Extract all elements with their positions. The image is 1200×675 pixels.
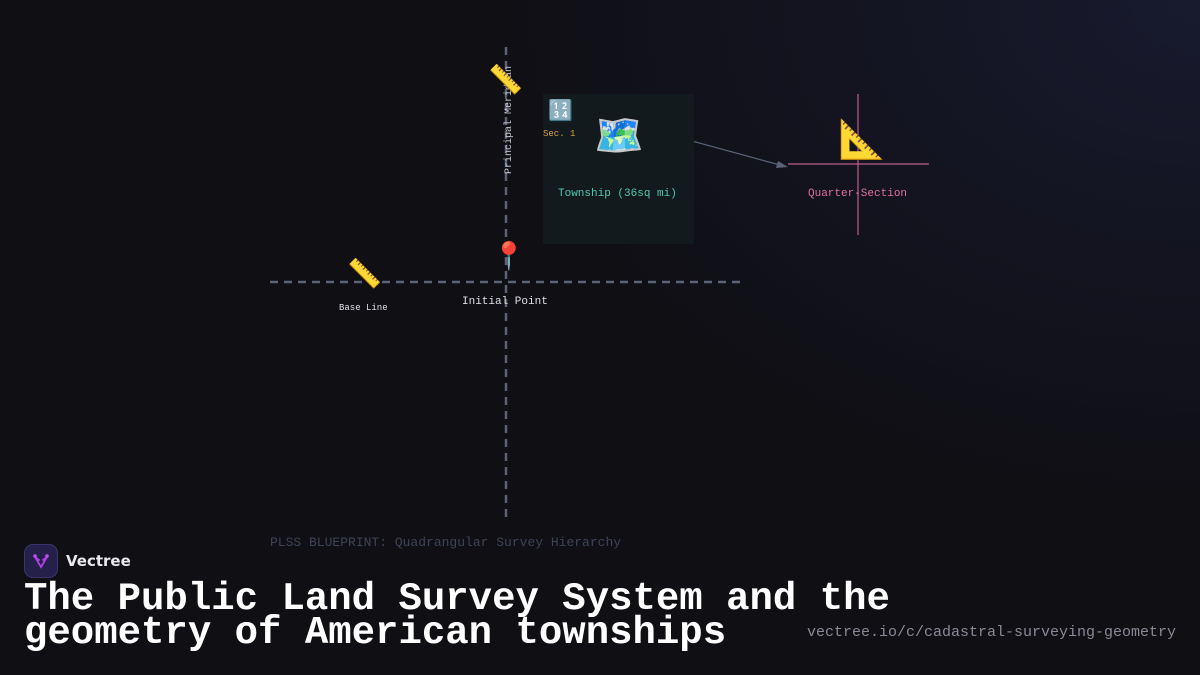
base-line-label: Base Line <box>339 303 388 313</box>
arrowhead <box>776 161 788 168</box>
ruler-icon: 📏 <box>347 257 382 290</box>
diagram-caption: PLSS BLUEPRINT: Quadrangular Survey Hier… <box>270 535 622 550</box>
initial-point-label: Initial Point <box>462 296 548 308</box>
world-map-icon: 🗺️ <box>594 113 644 159</box>
brand-name: Vectree <box>66 552 131 570</box>
vectree-logo <box>24 544 58 578</box>
triangular-ruler-icon: 📐 <box>838 117 886 161</box>
quarter-section-label: Quarter-Section <box>808 188 908 200</box>
brand[interactable]: Vectree <box>24 544 131 578</box>
section-label: Sec. 1 <box>543 129 576 139</box>
round-pushpin-icon: 📍 <box>492 241 526 272</box>
township-label: Township (36sq mi) <box>558 188 677 200</box>
page-url[interactable]: vectree.io/c/cadastral-surveying-geometr… <box>806 624 1176 641</box>
page-title: The Public Land Survey System and the ge… <box>24 577 890 655</box>
township-box <box>543 94 694 244</box>
numbers-1234-icon: 🔢 <box>548 98 573 122</box>
ruler-icon: 📏 <box>488 63 523 96</box>
